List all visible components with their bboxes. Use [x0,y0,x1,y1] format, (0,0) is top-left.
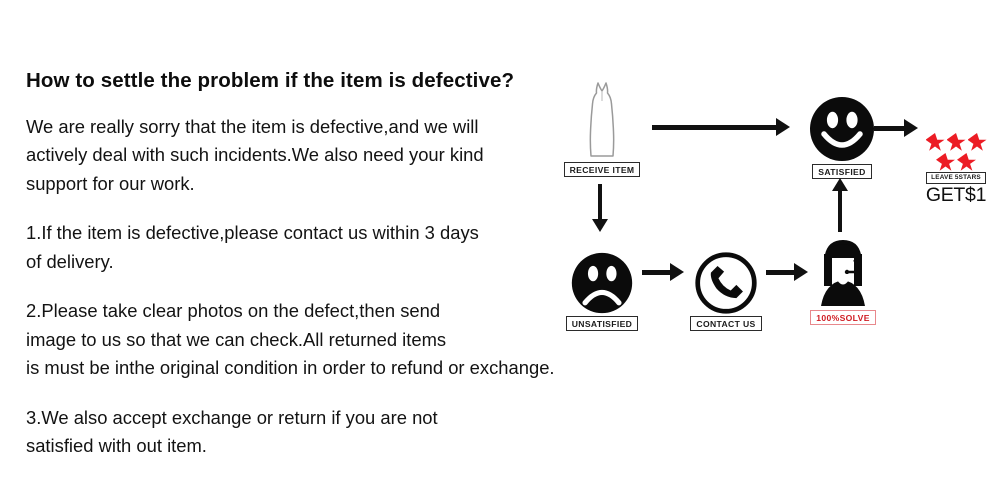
arrow-unsatisfied-to-contact [642,262,684,282]
dress-icon [556,78,648,162]
smiley-face-icon [794,80,890,164]
instructions-text-column: How to settle the problem if the item is… [26,68,556,461]
flow-node-contact-us: CONTACT US [680,232,772,332]
phone-icon [680,232,772,316]
star-icon [946,133,966,151]
flow-node-receive-item: RECEIVE ITEM [556,78,648,178]
paragraph-step-3: 3.We also accept exchange or return if y… [26,406,438,457]
flow-node-leave-five-stars: LEAVE 5STARS GET$1 [912,88,1000,205]
flow-node-satisfied: SATISFIED [794,80,890,180]
arrow-agent-to-satisfied [830,178,850,232]
paragraph-apology: We are really sorry that the item is def… [26,115,484,194]
sad-face-icon [556,232,648,316]
star-icon [936,153,955,171]
flow-caption-get-one-dollar: GET$1 [925,183,987,206]
five-stars-icon [912,88,1000,172]
arrow-receive-to-unsatisfied [590,184,610,232]
flow-label-contact-us: CONTACT US [690,316,762,332]
arrow-receive-to-satisfied [652,116,790,138]
flow-node-unsatisfied: UNSATISFIED [556,232,648,332]
flow-label-satisfied: SATISFIED [812,164,872,180]
flow-label-100-percent-solve: 100%SOLVE [810,310,876,326]
flow-label-leave-five-stars: LEAVE 5STARS [926,172,986,184]
page-title: How to settle the problem if the item is… [26,69,515,92]
flow-label-receive-item: RECEIVE ITEM [563,162,641,178]
support-agent-icon [796,226,890,310]
arrow-contact-to-agent [766,262,808,282]
flow-label-unsatisfied: UNSATISFIED [565,316,639,332]
star-icon [967,133,987,151]
paragraph-step-2: 2.Please take clear photos on the defect… [26,300,555,379]
star-icon [957,153,976,171]
flow-node-support-agent: 100%SOLVE [796,226,890,326]
paragraph-step-1: 1.If the item is defective,please contac… [26,222,479,272]
star-icon [925,133,945,151]
return-process-flow-diagram: RECEIVE ITEM SATISFIED [556,74,1000,344]
arrow-satisfied-to-stars [874,118,918,138]
